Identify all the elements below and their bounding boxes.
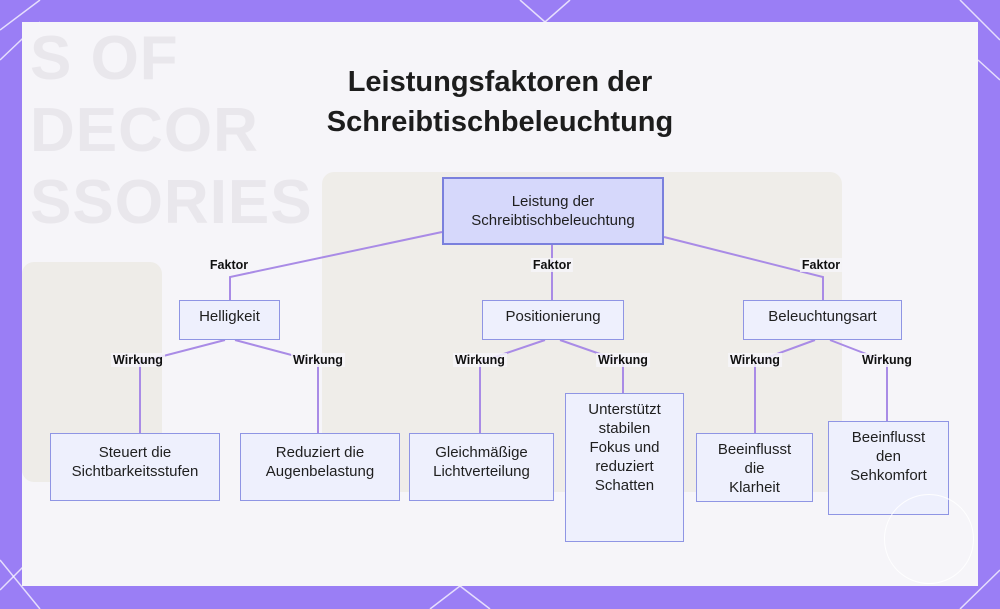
node-positionierung: Positionierung (482, 300, 624, 340)
node-beleuchtungsart: Beleuchtungsart (743, 300, 902, 340)
node-klarheit: Beeinflusst die Klarheit (696, 433, 813, 502)
edge-label-faktor: Faktor (531, 258, 573, 272)
node-label: Helligkeit (199, 307, 260, 326)
node-label: Leistung der Schreibtischbeleuchtung (471, 192, 634, 230)
node-label: Gleichmäßige Lichtverteilung (433, 443, 530, 481)
edge-label-wirkung: Wirkung (728, 353, 782, 367)
edge-label-faktor: Faktor (208, 258, 250, 272)
edge-label-wirkung: Wirkung (453, 353, 507, 367)
node-augenbelastung: Reduziert die Augenbelastung (240, 433, 400, 501)
node-label: Positionierung (505, 307, 600, 326)
edge-label-faktor: Faktor (800, 258, 842, 272)
edge-root-helligkeit (230, 232, 442, 300)
node-fokus: Unterstützt stabilen Fokus und reduziert… (565, 393, 684, 542)
node-root-leistung: Leistung der Schreibtischbeleuchtung (442, 177, 664, 245)
node-label: Beleuchtungsart (768, 307, 876, 326)
edge-label-wirkung: Wirkung (111, 353, 165, 367)
edge-label-wirkung: Wirkung (596, 353, 650, 367)
node-label: Steuert die Sichtbarkeitsstufen (72, 443, 199, 481)
watermark-logo (884, 494, 974, 584)
node-label: Reduziert die Augenbelastung (266, 443, 374, 481)
node-sichtbarkeit: Steuert die Sichtbarkeitsstufen (50, 433, 220, 501)
node-helligkeit: Helligkeit (179, 300, 280, 340)
edge-label-wirkung: Wirkung (291, 353, 345, 367)
node-lichtverteilung: Gleichmäßige Lichtverteilung (409, 433, 554, 501)
node-label: Beeinflusst den Sehkomfort (850, 428, 927, 485)
edge-label-wirkung: Wirkung (860, 353, 914, 367)
node-label: Unterstützt stabilen Fokus und reduziert… (588, 400, 661, 495)
node-label: Beeinflusst die Klarheit (718, 440, 791, 497)
